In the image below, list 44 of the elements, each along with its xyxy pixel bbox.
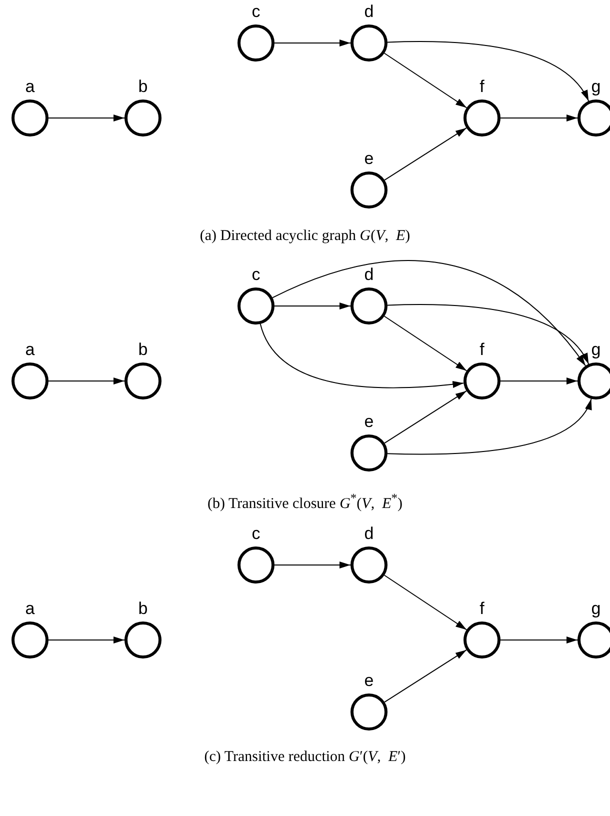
node-label: c bbox=[250, 525, 262, 543]
node-label: c bbox=[250, 3, 262, 21]
arrow bbox=[386, 304, 590, 365]
arrow bbox=[386, 41, 590, 102]
node-label: d bbox=[363, 266, 375, 284]
arrow bbox=[384, 127, 467, 181]
arrow bbox=[274, 562, 351, 568]
arrow bbox=[274, 40, 351, 46]
arrow bbox=[260, 323, 464, 388]
node-label: d bbox=[363, 3, 375, 21]
node-label: g bbox=[590, 78, 602, 96]
node-label: e bbox=[363, 150, 375, 168]
arrow bbox=[384, 390, 467, 444]
node-label: g bbox=[590, 600, 602, 618]
node-label: b bbox=[137, 78, 149, 96]
arrow bbox=[274, 302, 351, 310]
arrow bbox=[387, 398, 592, 455]
arrow bbox=[48, 378, 125, 384]
node-label: a bbox=[24, 600, 36, 618]
arrow bbox=[272, 260, 586, 366]
node-label: e bbox=[363, 413, 375, 431]
node-label: b bbox=[137, 341, 149, 359]
arrow bbox=[500, 378, 578, 384]
node-label: a bbox=[24, 341, 36, 359]
node-label: c bbox=[250, 266, 262, 284]
node-label: f bbox=[478, 78, 486, 96]
arrow bbox=[48, 636, 125, 644]
arrow bbox=[384, 649, 467, 703]
node-label: b bbox=[137, 600, 149, 618]
arrow bbox=[384, 316, 468, 372]
node-label: d bbox=[363, 525, 375, 543]
node-label: f bbox=[478, 341, 486, 359]
figure-caption: (c) Transitive reduction G′(V, E′) bbox=[204, 749, 406, 766]
node-label: a bbox=[24, 78, 36, 96]
figure-caption: (b) Transitive closure G$^{*}$(V, E$^{*}$) bbox=[207, 491, 402, 513]
node-label: g bbox=[590, 341, 602, 359]
arrow bbox=[500, 114, 578, 122]
figure-caption: (a) Directed acyclic graph G(V, E) bbox=[200, 228, 410, 245]
arrow bbox=[384, 52, 468, 108]
node-label: e bbox=[363, 672, 375, 690]
node-label: f bbox=[478, 600, 486, 618]
arrow bbox=[48, 114, 125, 122]
arrow bbox=[384, 574, 468, 630]
arrow bbox=[500, 636, 578, 644]
